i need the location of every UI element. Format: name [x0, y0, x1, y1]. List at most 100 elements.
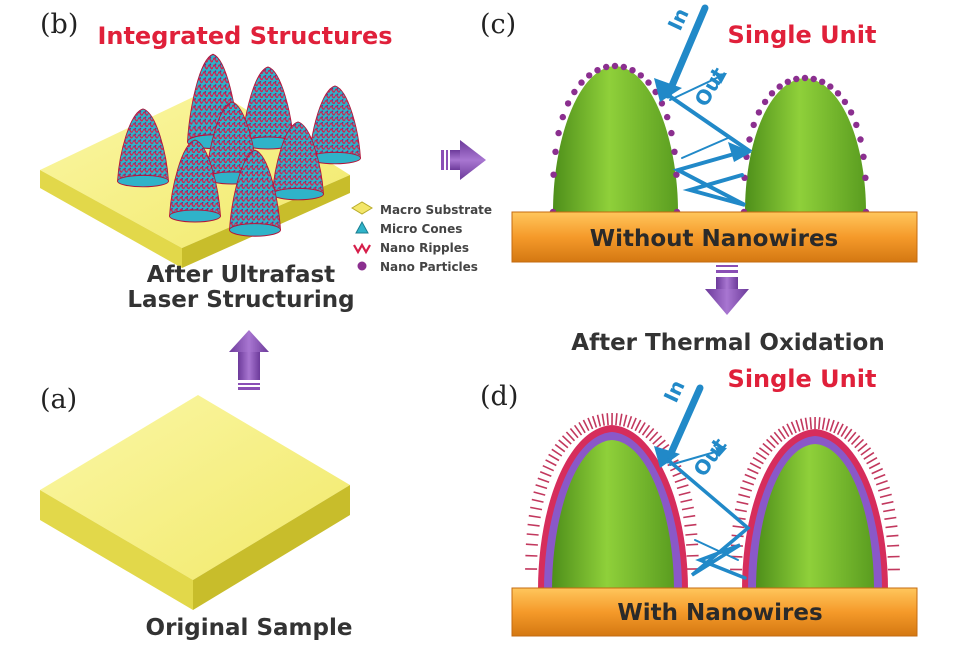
- nano-particle: [645, 79, 652, 86]
- nanowire: [877, 486, 890, 492]
- nanowire: [790, 421, 797, 434]
- nanowires: [525, 412, 900, 571]
- nanowire: [836, 423, 844, 435]
- nanowire: [676, 484, 689, 490]
- legend-label: Macro Substrate: [380, 203, 492, 217]
- nanowire: [734, 508, 747, 513]
- nanowire: [528, 514, 541, 519]
- nanowire: [821, 417, 826, 430]
- green-cone-left: [553, 66, 678, 212]
- light-rays: [654, 4, 753, 207]
- nano-particle: [801, 74, 809, 82]
- red-wave-icon: [353, 242, 371, 255]
- nano-particle: [550, 171, 557, 178]
- arrow-down-c-to-d: [705, 265, 749, 315]
- legend-item: Nano Ripples: [353, 241, 469, 255]
- nanowire: [622, 414, 628, 427]
- nano-particle: [755, 109, 763, 116]
- arrow-up-a-to-b: [229, 330, 269, 390]
- nanowire: [678, 491, 691, 496]
- panel-c-title: Single Unit: [728, 21, 877, 49]
- original-sample-block: [40, 395, 350, 610]
- panel-c-ray-out-label: Out: [690, 63, 731, 111]
- nanowire: [818, 417, 821, 430]
- panel-b-label: (b): [40, 9, 78, 40]
- panel-a: (a) Original Sample: [40, 384, 352, 641]
- nanowire: [565, 431, 576, 442]
- nanowire: [641, 424, 651, 436]
- nanowire: [884, 516, 897, 520]
- nano-particle: [847, 109, 855, 116]
- nanowire: [755, 451, 767, 460]
- nanowire: [537, 477, 550, 483]
- panel-a-caption: Original Sample: [146, 615, 353, 641]
- nanowire: [561, 435, 572, 445]
- nanowire: [809, 417, 812, 430]
- nanowire: [535, 484, 548, 490]
- nanowire: [554, 443, 566, 453]
- legend-item: Micro Cones: [355, 220, 462, 236]
- panel-d-ray-out-label: Out: [688, 433, 731, 481]
- nano-particle: [594, 67, 601, 74]
- yellow-square-icon: [351, 201, 373, 215]
- nano-particle: [564, 100, 572, 107]
- panel-b: (b) Integrated Structures Macro Substrat…: [40, 9, 492, 313]
- nanowire: [857, 442, 868, 452]
- nano-particle: [571, 88, 578, 96]
- nanowire: [587, 417, 594, 430]
- nanowire: [844, 428, 853, 440]
- nanowire: [744, 473, 757, 480]
- coated-cone-right: [742, 429, 888, 590]
- nano-particle: [750, 121, 757, 129]
- nanowire: [683, 514, 696, 519]
- nanowire: [638, 422, 646, 434]
- nanowire: [526, 533, 539, 536]
- nanowire: [782, 425, 790, 438]
- nano-particle: [658, 100, 666, 107]
- nano-particle: [559, 113, 566, 121]
- nano-particle: [834, 90, 842, 97]
- panel-c: (c) Single Unit In Out Without Nanowires: [480, 4, 918, 263]
- nanowire: [825, 418, 831, 431]
- nanowire: [527, 523, 540, 527]
- nano-particle: [620, 63, 627, 71]
- nano-particle: [841, 98, 849, 106]
- nanowire: [758, 447, 770, 456]
- nanowire: [533, 491, 546, 496]
- nano-particle: [586, 72, 593, 79]
- transition-label: After Thermal Oxidation: [571, 330, 884, 356]
- nano-particle: [810, 75, 817, 83]
- nanowire: [868, 462, 881, 470]
- nanowire: [800, 418, 805, 431]
- nanowire: [680, 498, 693, 503]
- nano-particle: [671, 148, 678, 155]
- nano-particle: [673, 171, 680, 178]
- nanowire: [545, 459, 557, 467]
- nano-particle: [862, 174, 869, 181]
- nano-particle: [578, 79, 585, 86]
- nanowire: [854, 438, 865, 449]
- nanowire: [847, 431, 857, 443]
- nanowire: [881, 500, 894, 505]
- nanowire: [786, 423, 794, 435]
- coated-cone-left: [538, 425, 688, 590]
- nanowire: [674, 477, 687, 483]
- nanowire: [645, 427, 655, 439]
- nanowire: [736, 500, 749, 505]
- legend-item: Nano Particles: [357, 260, 478, 274]
- nano-particle: [555, 129, 562, 137]
- nanowire: [551, 448, 563, 457]
- nanowire: [591, 415, 598, 428]
- nanowire: [630, 417, 637, 430]
- nano-particle: [746, 136, 753, 143]
- nanowire: [530, 506, 543, 511]
- panel-d-title: Single Unit: [728, 365, 877, 393]
- nanowire: [752, 456, 764, 465]
- nanowire: [871, 467, 884, 475]
- nanowire: [619, 413, 623, 426]
- nanowire: [804, 417, 809, 430]
- nanowire: [829, 419, 835, 432]
- nanowire: [879, 493, 892, 499]
- nano-particle: [637, 72, 644, 79]
- nanowire: [525, 543, 538, 546]
